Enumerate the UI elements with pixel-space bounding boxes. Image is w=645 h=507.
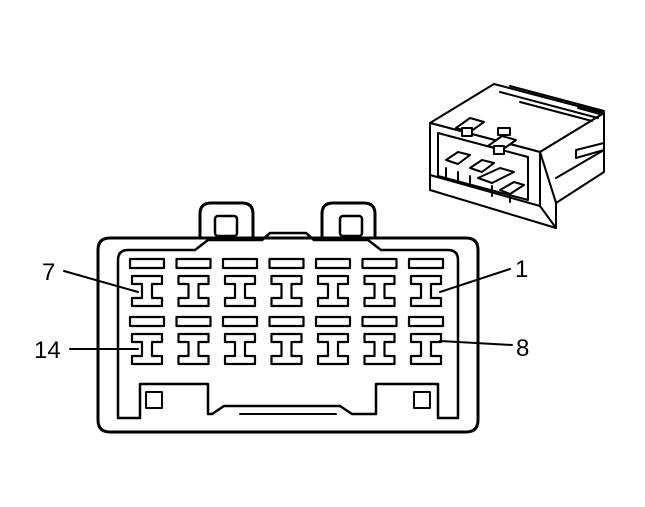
terminal-cavity <box>130 274 164 308</box>
cavity-latch <box>128 257 166 270</box>
cavity-latch <box>175 257 212 270</box>
terminal-cavity <box>177 274 210 308</box>
terminal-cavity <box>316 274 350 308</box>
leader-lines <box>63 268 513 350</box>
cavity-latch <box>361 257 398 270</box>
terminal-cavity <box>363 332 396 366</box>
cavity-latch <box>407 315 445 328</box>
terminal-cavities <box>128 257 445 366</box>
leader-pin-1 <box>439 268 511 293</box>
terminal-cavity <box>223 274 257 308</box>
cavity-latch <box>128 315 166 328</box>
cavity-latch <box>314 257 352 270</box>
cavity-latch <box>175 315 212 328</box>
leader-pin-7 <box>63 270 139 293</box>
cavity-latch <box>407 257 445 270</box>
terminal-cavity <box>270 274 303 308</box>
terminal-cavity <box>316 332 350 366</box>
cavity-latch <box>221 257 259 270</box>
pin-label-1: 1 <box>515 256 528 283</box>
cavity-latch <box>268 257 305 270</box>
pin-label-14: 14 <box>34 337 61 364</box>
leader-pin-8 <box>439 340 513 346</box>
cavity-latch <box>221 315 259 328</box>
terminal-cavity <box>409 274 443 308</box>
pin-label-7: 7 <box>42 259 55 286</box>
pin-label-8: 8 <box>516 335 529 362</box>
terminal-cavity <box>130 332 164 366</box>
cavity-latch <box>268 315 305 328</box>
cavity-latch <box>361 315 398 328</box>
cavity-latch <box>314 315 352 328</box>
terminal-cavity <box>223 332 257 366</box>
terminal-cavity <box>363 274 396 308</box>
terminal-cavity <box>177 332 210 366</box>
inner-outline <box>116 231 460 420</box>
terminal-cavity <box>270 332 303 366</box>
connector-perspective-view <box>429 83 605 229</box>
